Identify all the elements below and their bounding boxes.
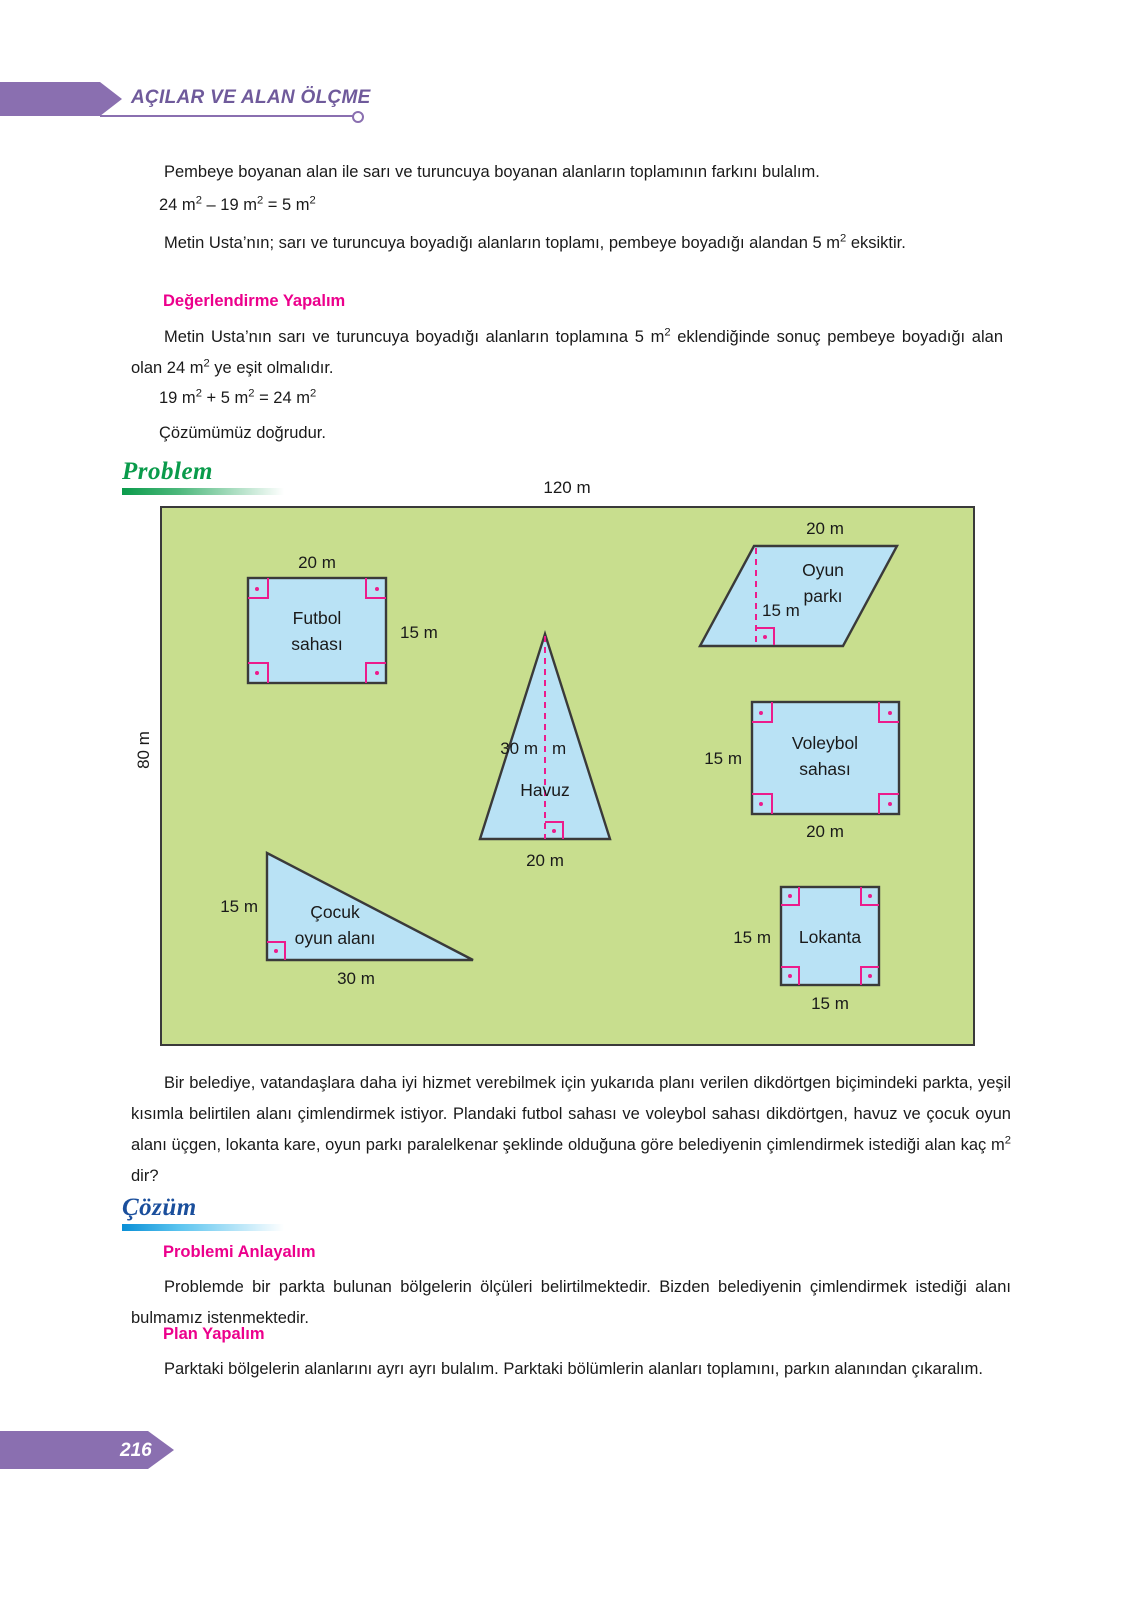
footer-accent-bar bbox=[0, 1431, 148, 1469]
shape-futbol-sahasi: 20 m 15 m Futbol sahası bbox=[246, 553, 438, 685]
section-title-problem: Problem bbox=[122, 458, 284, 495]
shape-oyun-parki: 20 m Oyun parkı 15 m bbox=[697, 519, 900, 648]
eq1-sup-c: 2 bbox=[309, 194, 316, 207]
eq1-sup-a: 2 bbox=[195, 194, 202, 207]
futbol-top-label: 20 m bbox=[298, 553, 336, 572]
voleybol-name-line2: sahası bbox=[799, 759, 851, 779]
heading-degerlendirme-yapalim: Değerlendirme Yapalım bbox=[163, 292, 346, 310]
equation-sum: 19 m2 + 5 m2 = 24 m2 bbox=[159, 383, 659, 414]
eq2-part-c: = 24 m bbox=[254, 389, 310, 407]
section-title-cozum: Çözüm bbox=[122, 1194, 284, 1231]
p2-part-a: Metin Usta’nın; sarı ve turuncuya boyadı… bbox=[164, 234, 840, 252]
paragraph-problem-question: Bir belediye, vatandaşlara daha iyi hizm… bbox=[131, 1068, 1011, 1192]
eq1-part-b: – 19 m bbox=[201, 196, 257, 214]
p2-part-b: eksiktir. bbox=[850, 234, 906, 252]
lokanta-name-line1: Lokanta bbox=[799, 927, 862, 947]
paragraph-conclusion: Çözümümüz doğrudur. bbox=[159, 424, 326, 442]
p3-sup-a: 2 bbox=[664, 326, 671, 339]
paragraph-degerlendirme: Metin Usta’nın sarı ve turuncuya boyadığ… bbox=[131, 322, 1003, 384]
voleybol-name-line1: Voleybol bbox=[792, 733, 858, 753]
havuz-height-label: 30 m bbox=[500, 739, 538, 758]
eq2-sup-a: 2 bbox=[195, 387, 202, 400]
park-shapes-layer: 20 m 15 m Futbol sahası 20 m Oyun parkı … bbox=[220, 519, 901, 1013]
voleybol-bottom-label: 20 m bbox=[806, 822, 844, 841]
oyun-parki-name-line2: parkı bbox=[804, 586, 843, 606]
section-title-problem-text: Problem bbox=[122, 458, 213, 485]
section-title-problem-rule bbox=[122, 488, 284, 495]
shape-havuz: 30 m m Havuz 20 m bbox=[478, 630, 612, 870]
eq1-sup-b: 2 bbox=[256, 194, 264, 207]
shape-voleybol-sahasi: 15 m Voleybol sahası 20 m bbox=[704, 700, 901, 841]
paragraph-intro: Pembeye boyanan alan ile sarı ve turuncu… bbox=[164, 163, 820, 181]
voleybol-side-label: 15 m bbox=[704, 749, 742, 768]
question-sup: 2 bbox=[1004, 1134, 1011, 1147]
chapter-title: AÇILAR VE ALAN ÖLÇME bbox=[131, 87, 371, 108]
havuz-name-line1: Havuz bbox=[520, 780, 570, 800]
p3-part-a: Metin Usta’nın sarı ve turuncuya boyadığ… bbox=[164, 328, 665, 346]
eq1-part-a: 24 m bbox=[159, 196, 196, 214]
p3-part-b: eklendiğinde sonuç pembeye boyadığı alan… bbox=[131, 328, 1003, 377]
futbol-name-line2: sahası bbox=[291, 634, 343, 654]
cocuk-base-label: 30 m bbox=[337, 969, 375, 988]
section-title-cozum-text: Çözüm bbox=[122, 1194, 197, 1221]
paragraph-plan-yapalim: Parktaki bölgelerin alanlarını ayrı ayrı… bbox=[164, 1360, 983, 1378]
lokanta-side-label: 15 m bbox=[733, 928, 771, 947]
page-header: AÇILAR VE ALAN ÖLÇME bbox=[0, 82, 1134, 126]
futbol-side-label: 15 m bbox=[400, 623, 438, 642]
p2-sup: 2 bbox=[839, 232, 847, 245]
page-number: 216 bbox=[120, 1440, 152, 1461]
cocuk-name-line2: oyun alanı bbox=[295, 928, 376, 948]
lokanta-bottom-label: 15 m bbox=[811, 994, 849, 1013]
equation-difference: 24 m2 – 19 m2 = 5 m2 bbox=[159, 190, 659, 221]
header-accent-bar bbox=[0, 82, 100, 116]
question-part-a: Bir belediye, vatandaşlara daha iyi hizm… bbox=[131, 1074, 1011, 1154]
paragraph-metin-usta: Metin Usta’nın; sarı ve turuncuya boyadı… bbox=[131, 228, 1003, 259]
park-plan-diagram: 120 m 80 m 20 m 15 m Futbol sahası bbox=[131, 478, 1003, 1056]
dimension-label-park-height: 80 m bbox=[133, 731, 153, 769]
header-arrow-icon bbox=[100, 82, 122, 116]
shape-lokanta: 15 m Lokanta 15 m bbox=[733, 885, 881, 1013]
heading-plan-yapalim: Plan Yapalım bbox=[163, 1325, 265, 1343]
oyun-parki-name-line1: Oyun bbox=[802, 560, 844, 580]
futbol-name-line1: Futbol bbox=[293, 608, 342, 628]
oyun-parki-top-label: 20 m bbox=[806, 519, 844, 538]
p3-sup-b: 2 bbox=[203, 357, 210, 370]
havuz-base-label: 20 m bbox=[526, 851, 564, 870]
oyun-parki-height-label: 15 m bbox=[762, 601, 800, 620]
section-title-cozum-rule bbox=[122, 1224, 284, 1231]
header-rule bbox=[100, 115, 354, 117]
header-circle-icon bbox=[352, 111, 364, 123]
heading-problemi-anlayalim: Problemi Anlayalım bbox=[163, 1243, 316, 1261]
eq2-sup-b: 2 bbox=[248, 387, 255, 400]
eq2-part-a: 19 m bbox=[159, 389, 196, 407]
shape-cocuk-oyun-alani: 15 m Çocuk oyun alanı 30 m bbox=[220, 851, 474, 988]
eq1-part-c: = 5 m bbox=[263, 196, 310, 214]
cocuk-side-label: 15 m bbox=[220, 897, 258, 916]
p3-part-c: ye eşit olmalıdır. bbox=[209, 359, 334, 377]
eq2-part-b: + 5 m bbox=[201, 389, 249, 407]
footer-arrow-icon bbox=[148, 1431, 174, 1469]
paragraph-problemi-anlayalim: Problemde bir parkta bulunan bölgelerin … bbox=[131, 1278, 1011, 1327]
havuz-height-unit: m bbox=[552, 739, 566, 758]
cocuk-name-line1: Çocuk bbox=[310, 902, 360, 922]
dimension-label-park-width: 120 m bbox=[543, 478, 591, 497]
question-part-b: dir? bbox=[131, 1167, 159, 1185]
eq2-sup-c: 2 bbox=[310, 387, 317, 400]
